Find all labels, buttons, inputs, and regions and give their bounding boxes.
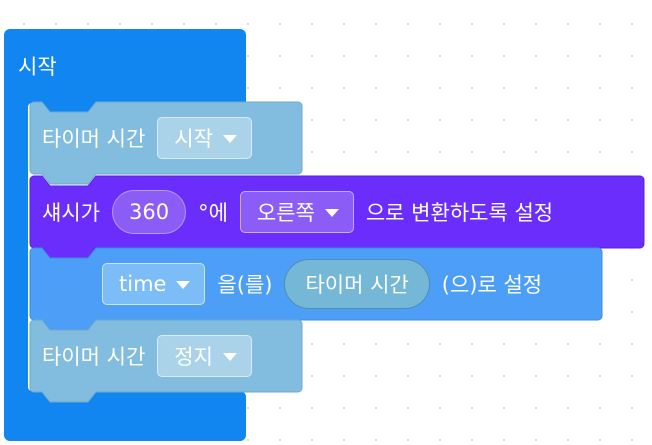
set-variable-block[interactable]: time 을(를) 타이머 시간 (으)로 설정 xyxy=(29,247,603,331)
timer-reporter-block[interactable]: 타이머 시간 xyxy=(284,259,430,309)
timer-start-label: 타이머 시간 xyxy=(42,127,146,151)
timer-action-dropdown[interactable]: 시작 xyxy=(157,117,252,159)
timer-stop-value: 정지 xyxy=(174,345,213,369)
direction-dropdown[interactable]: 오른쪽 xyxy=(239,191,354,233)
degrees-input[interactable]: 360 xyxy=(111,190,187,234)
variable-value: time xyxy=(119,272,167,296)
timer-action-value: 시작 xyxy=(174,127,213,151)
chassis-label-suffix: 으로 변환하도록 설정 xyxy=(365,201,554,225)
timer-reporter-label: 타이머 시간 xyxy=(305,273,409,297)
start-hat-shape xyxy=(4,29,246,441)
timer-start-block[interactable]: 타이머 시간 시작 xyxy=(29,101,303,185)
set-variable-mid-label: 을(를) xyxy=(217,273,273,297)
chassis-label-prefix: 섀시가 xyxy=(42,201,100,225)
start-hat-label: 시작 xyxy=(18,55,57,79)
direction-value: 오른쪽 xyxy=(256,201,315,225)
timer-stop-dropdown[interactable]: 정지 xyxy=(157,335,252,377)
timer-stop-block[interactable]: 타이머 시간 정지 xyxy=(29,319,303,403)
dropdown-arrow-icon xyxy=(176,281,191,289)
start-hat-block[interactable] xyxy=(4,29,246,441)
timer-stop-label: 타이머 시간 xyxy=(42,345,146,369)
dropdown-arrow-icon xyxy=(222,353,237,361)
chassis-spin-block[interactable]: 섀시가 360 °에 오른쪽 으로 변환하도록 설정 xyxy=(29,175,645,259)
dropdown-arrow-icon xyxy=(222,135,237,143)
degree-suffix-label: °에 xyxy=(198,201,228,225)
dropdown-arrow-icon xyxy=(324,209,339,217)
variable-dropdown[interactable]: time xyxy=(102,263,206,305)
degrees-value: 360 xyxy=(128,200,170,224)
set-variable-suffix-label: (으)로 설정 xyxy=(441,273,543,297)
